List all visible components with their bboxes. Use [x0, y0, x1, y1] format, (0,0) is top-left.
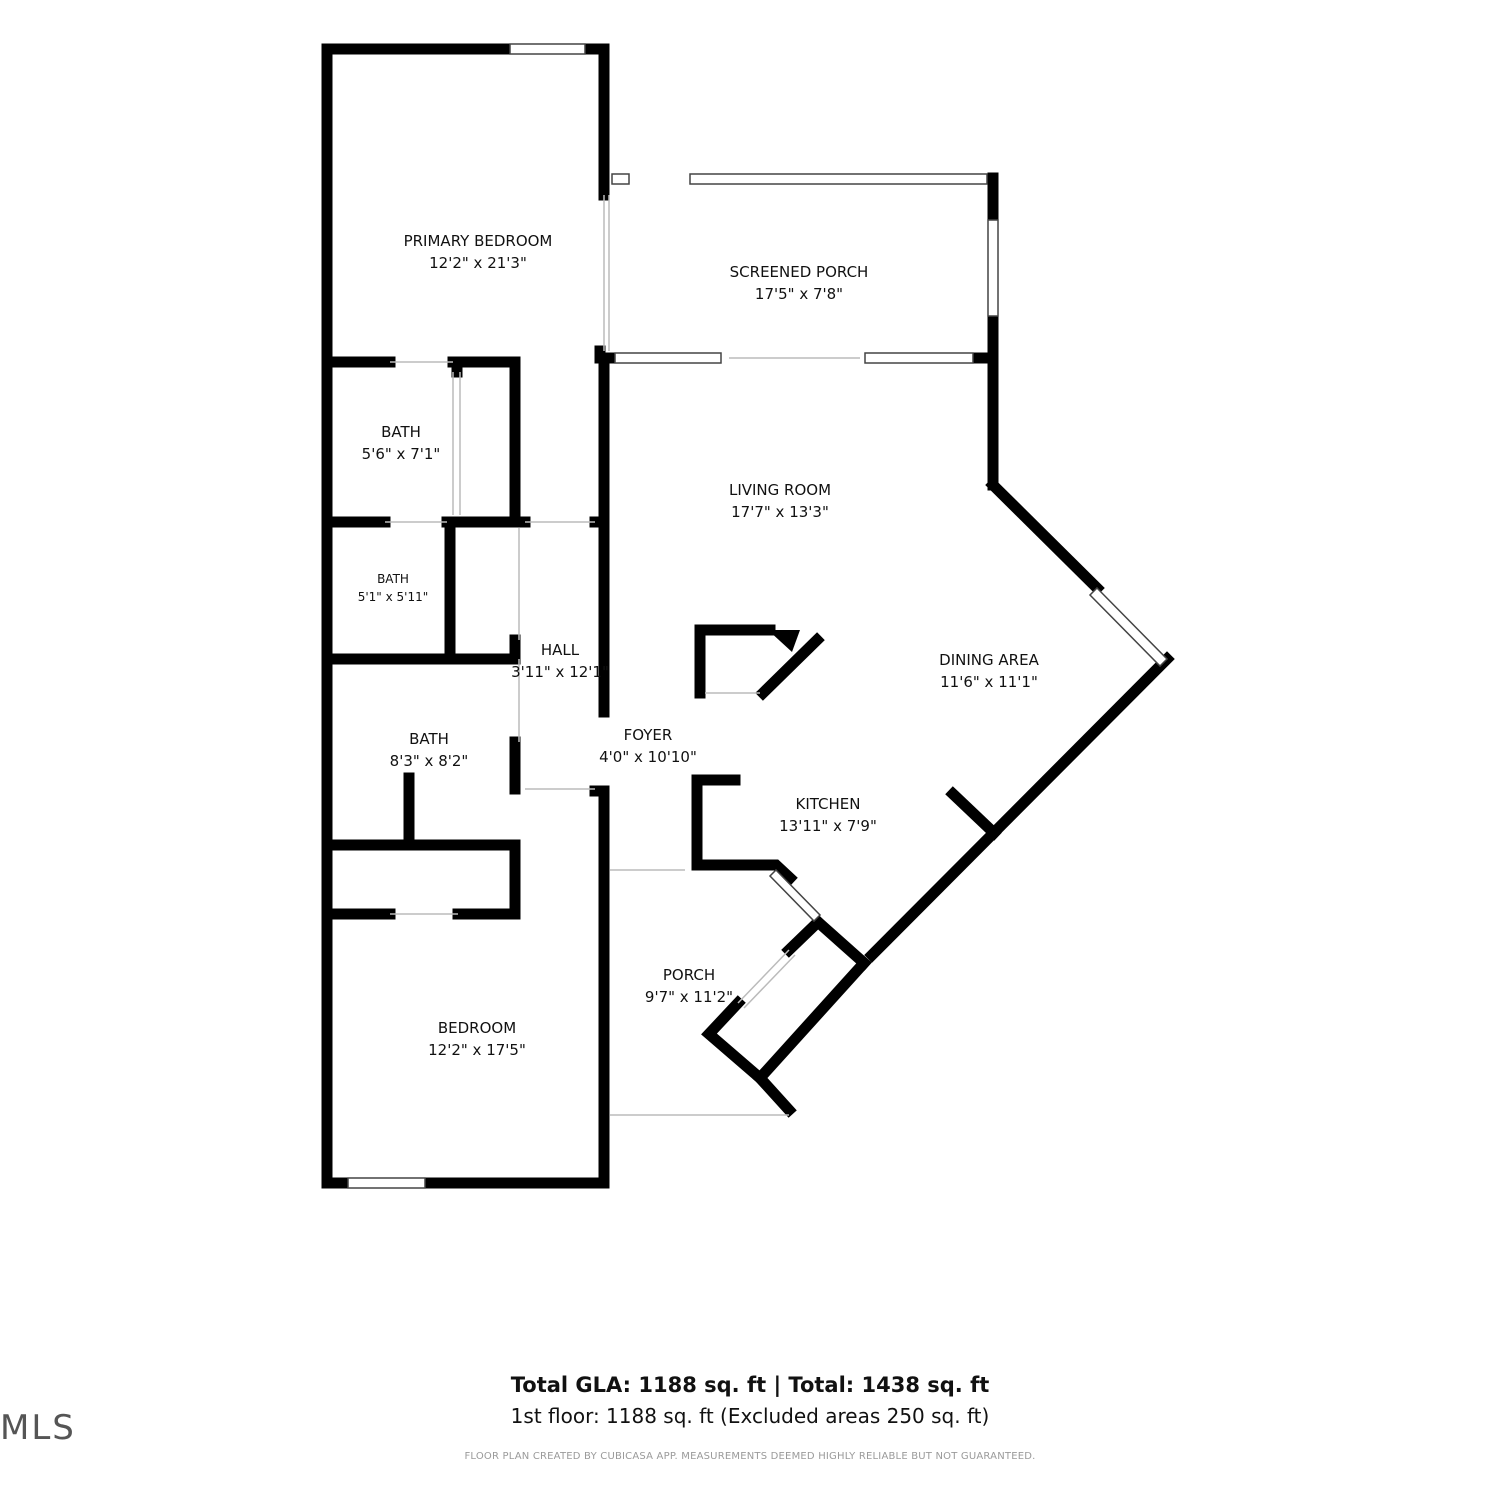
- floor-area-summary: 1st floor: 1188 sq. ft (Excluded areas 2…: [510, 1404, 990, 1428]
- room-name-living-room: LIVING ROOM: [729, 481, 831, 499]
- room-dims-hall: 3'11" x 12'1": [511, 663, 609, 681]
- room-labels: PRIMARY BEDROOM 12'2" x 21'3" SCREENED P…: [358, 232, 1040, 1059]
- room-dims-screened-porch: 17'5" x 7'8": [755, 285, 843, 303]
- windows: [347, 43, 1169, 1189]
- mls-watermark-logo: ΜLS: [0, 1408, 76, 1448]
- room-name-screened-porch: SCREENED PORCH: [730, 263, 869, 281]
- room-dims-primary-bedroom: 12'2" x 21'3": [429, 254, 527, 272]
- room-name-kitchen: KITCHEN: [796, 795, 861, 813]
- walls: [321, 43, 1175, 1189]
- room-dims-bedroom: 12'2" x 17'5": [428, 1041, 526, 1059]
- room-name-primary-bedroom: PRIMARY BEDROOM: [404, 232, 553, 250]
- room-dims-bath-1: 5'6" x 7'1": [362, 445, 441, 463]
- room-name-bath-3: BATH: [409, 730, 449, 748]
- room-name-bath-1: BATH: [381, 423, 421, 441]
- room-dims-porch: 9'7" x 11'2": [645, 988, 733, 1006]
- room-dims-dining-area: 11'6" x 11'1": [940, 673, 1038, 691]
- room-dims-foyer: 4'0" x 10'10": [599, 748, 697, 766]
- room-dims-bath-2: 5'1" x 5'11": [358, 590, 429, 604]
- room-name-bedroom: BEDROOM: [438, 1019, 516, 1037]
- room-dims-living-room: 17'7" x 13'3": [731, 503, 829, 521]
- room-name-foyer: FOYER: [624, 726, 673, 744]
- room-dims-kitchen: 13'11" x 7'9": [779, 817, 877, 835]
- room-dims-bath-3: 8'3" x 8'2": [390, 752, 469, 770]
- fireplace-icon: [768, 630, 800, 652]
- openings: [385, 195, 860, 1116]
- room-name-bath-2: BATH: [377, 572, 409, 586]
- room-name-dining-area: DINING AREA: [939, 651, 1039, 669]
- disclaimer-text: FLOOR PLAN CREATED BY CUBICASA APP. MEAS…: [464, 1451, 1036, 1462]
- room-name-hall: HALL: [541, 641, 580, 659]
- total-area-summary: Total GLA: 1188 sq. ft | Total: 1438 sq.…: [510, 1373, 990, 1397]
- room-name-porch: PORCH: [663, 966, 715, 984]
